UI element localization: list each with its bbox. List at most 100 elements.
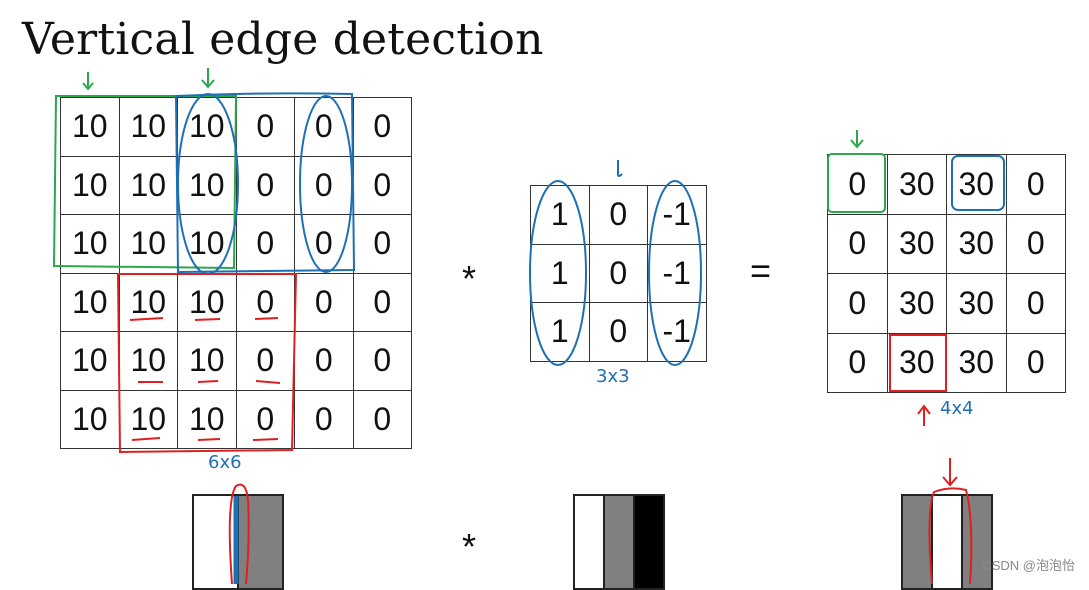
- red-arrow-icon: [917, 404, 931, 426]
- matrix-cell: 10: [60, 389, 120, 449]
- blue-arrow-icon: [617, 160, 623, 177]
- matrix-cell: 0: [294, 389, 354, 449]
- matrix-cell: 0: [588, 185, 648, 245]
- matrix-cell: 30: [946, 332, 1007, 393]
- output-image-strip: [901, 494, 993, 590]
- matrix-cell: 0: [827, 273, 888, 334]
- matrix-cell: 0: [294, 97, 354, 157]
- image-strip-band: [903, 496, 931, 588]
- matrix-cell: 10: [60, 272, 120, 332]
- matrix-cell: 0: [352, 155, 412, 215]
- page-title: Vertical edge detection: [22, 14, 544, 65]
- matrix-cell: 30: [946, 273, 1007, 334]
- convolution-operator: *: [462, 258, 477, 299]
- matrix-cell: 0: [235, 214, 295, 274]
- matrix-cell: 0: [588, 243, 648, 303]
- image-strip-band: [633, 496, 663, 588]
- matrix-cell: 0: [827, 332, 888, 393]
- matrix-cell: 30: [886, 213, 947, 274]
- red-arrow-icon: [942, 458, 958, 487]
- equals-operator: =: [750, 250, 772, 291]
- matrix-cell: 0: [1005, 273, 1066, 334]
- matrix-cell: 10: [177, 155, 237, 215]
- matrix-cell: 0: [352, 214, 412, 274]
- matrix-cell: 0: [588, 302, 648, 362]
- matrix-cell: 10: [60, 331, 120, 391]
- matrix-cell: 10: [60, 155, 120, 215]
- matrix-cell: 10: [177, 272, 237, 332]
- matrix-cell: 10: [118, 155, 178, 215]
- matrix-cell: 0: [235, 97, 295, 157]
- matrix-cell: 0: [1005, 332, 1066, 393]
- green-arrow-icon: [82, 72, 94, 91]
- matrix-cell: 0: [1005, 213, 1066, 274]
- matrix-cell: 0: [294, 272, 354, 332]
- matrix-cell: 1: [530, 185, 590, 245]
- matrix-cell: 0: [294, 155, 354, 215]
- matrix-cell: 10: [177, 214, 237, 274]
- input-size-label: 6x6: [208, 452, 242, 473]
- matrix-cell: -1: [647, 302, 707, 362]
- image-strip-band: [575, 496, 603, 588]
- matrix-cell: 0: [827, 154, 888, 215]
- filter-size-label: 3x3: [596, 366, 630, 387]
- output-size-label: 4x4: [940, 398, 974, 419]
- matrix-cell: 0: [827, 213, 888, 274]
- matrix-cell: 30: [886, 332, 947, 393]
- green-arrow-icon: [850, 130, 864, 149]
- matrix-cell: 30: [946, 154, 1007, 215]
- green-arrow-icon: [201, 68, 215, 89]
- image-strip-band: [931, 496, 961, 588]
- matrix-cell: -1: [647, 185, 707, 245]
- image-strip-band: [961, 496, 991, 588]
- matrix-cell: 30: [886, 154, 947, 215]
- matrix-cell: 10: [177, 331, 237, 391]
- matrix-cell: 0: [235, 331, 295, 391]
- matrix-cell: 0: [1005, 154, 1066, 215]
- matrix-cell: 10: [118, 214, 178, 274]
- filter-image-strip: [573, 494, 665, 590]
- image-strip-band: [237, 496, 282, 588]
- matrix-cell: -1: [647, 243, 707, 303]
- matrix-cell: 10: [118, 389, 178, 449]
- matrix-cell: 0: [352, 272, 412, 332]
- matrix-cell: 1: [530, 302, 590, 362]
- matrix-cell: 0: [352, 389, 412, 449]
- matrix-cell: 10: [177, 389, 237, 449]
- matrix-cell: 0: [294, 331, 354, 391]
- matrix-cell: 10: [118, 331, 178, 391]
- matrix-cell: 1: [530, 243, 590, 303]
- matrix-cell: 30: [946, 213, 1007, 274]
- input-image-strip: [192, 494, 284, 590]
- matrix-cell: 0: [235, 389, 295, 449]
- matrix-cell: 10: [177, 97, 237, 157]
- matrix-cell: 10: [118, 97, 178, 157]
- matrix-cell: 0: [352, 97, 412, 157]
- matrix-cell: 10: [60, 214, 120, 274]
- image-strip-band: [603, 496, 633, 588]
- image-strip-band: [194, 496, 237, 588]
- matrix-cell: 30: [886, 273, 947, 334]
- matrix-cell: 0: [235, 272, 295, 332]
- watermark: CSDN @泡泡怡: [982, 558, 1075, 573]
- matrix-cell: 0: [294, 214, 354, 274]
- matrix-cell: 10: [118, 272, 178, 332]
- matrix-cell: 0: [352, 331, 412, 391]
- matrix-cell: 0: [235, 155, 295, 215]
